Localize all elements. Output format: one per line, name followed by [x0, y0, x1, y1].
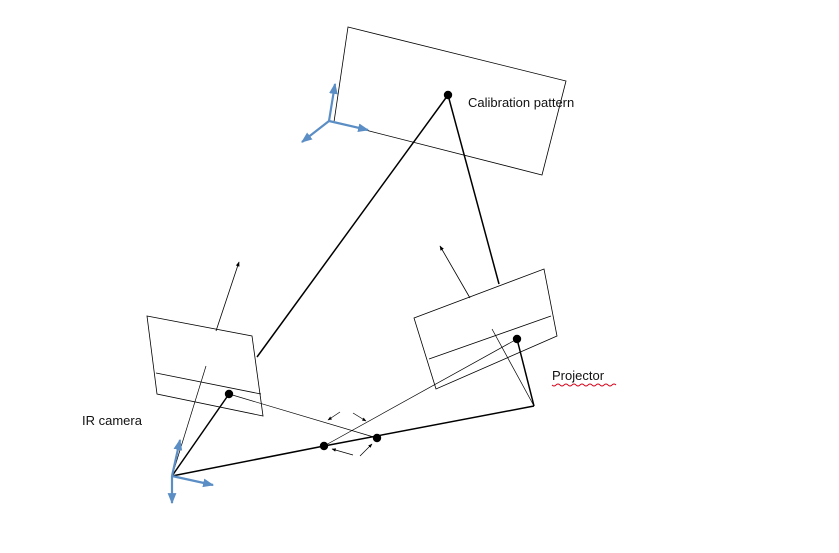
camera-image-point	[224, 389, 234, 399]
calibration-pattern-label: Calibration pattern	[468, 95, 574, 110]
points	[224, 90, 522, 451]
projector-image-point	[512, 334, 522, 344]
pattern-point	[443, 90, 453, 100]
ir-camera-label: IR camera	[82, 413, 143, 428]
ir-camera-axes-icon	[167, 438, 215, 505]
intersection-point-right	[372, 433, 382, 443]
thin-rays	[171, 328, 535, 477]
calibration-pattern-axes-icon	[301, 82, 370, 143]
ir-camera-image-plane	[146, 315, 264, 417]
direction-arrows	[327, 411, 373, 457]
calibration-pattern-plane	[333, 26, 567, 176]
intersection-point-left	[319, 441, 329, 451]
spellcheck-underline	[551, 383, 617, 387]
projector-label: Projector	[552, 368, 605, 383]
thick-rays	[171, 94, 535, 477]
projector-image-plane	[413, 268, 558, 390]
ir-camera-normal-arrow	[215, 261, 240, 332]
projector-normal-arrow	[439, 245, 471, 299]
